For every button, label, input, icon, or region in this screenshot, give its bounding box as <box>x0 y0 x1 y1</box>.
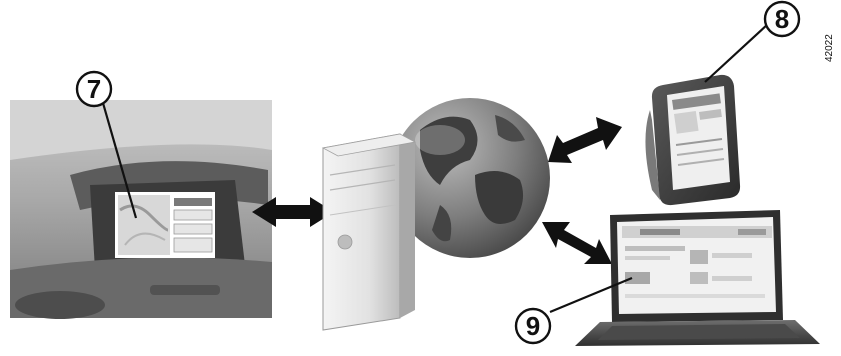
server-tower-icon <box>321 133 417 331</box>
laptop-illustration <box>575 210 820 346</box>
callout-9-label: 9 <box>526 311 540 341</box>
callout-leader-9 <box>549 276 633 314</box>
globe-icon <box>390 98 550 258</box>
callout-9: 9 <box>514 307 552 345</box>
callout-leader-8 <box>704 23 769 83</box>
navigation-screen <box>115 192 215 258</box>
callout-8: 8 <box>763 0 801 38</box>
double-arrow-icon <box>252 197 334 227</box>
callout-8-label: 8 <box>775 4 789 34</box>
reference-code: 42022 <box>824 34 835 62</box>
double-arrow-icon <box>548 117 622 163</box>
callout-leader-7 <box>101 102 138 219</box>
callout-7: 7 <box>75 70 113 108</box>
callout-7-label: 7 <box>87 74 101 104</box>
smartphone-illustration <box>645 74 741 206</box>
double-arrow-icon <box>542 222 612 264</box>
